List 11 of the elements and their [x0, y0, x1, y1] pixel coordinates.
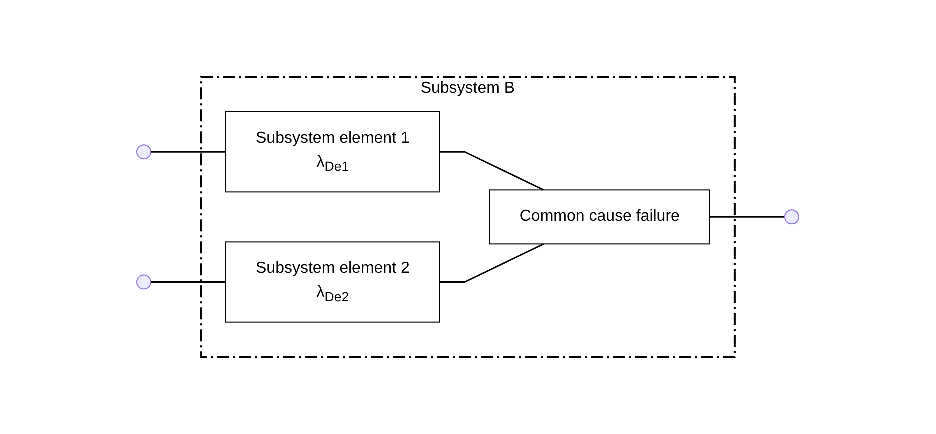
node-box: Subsystem element 1 λ$_{De1}$: [226, 111, 440, 192]
node-box: Common cause failure: [489, 190, 710, 244]
connector: [151, 281, 226, 283]
node-box: Subsystem element 2 λ$_{De2}$: [226, 242, 440, 323]
node-circle: [136, 274, 152, 290]
node-circle: [784, 210, 800, 224]
node-circle: [136, 144, 152, 160]
connector: [151, 151, 226, 153]
connector: [440, 151, 544, 191]
connector: [710, 216, 785, 218]
connector: [440, 243, 544, 283]
